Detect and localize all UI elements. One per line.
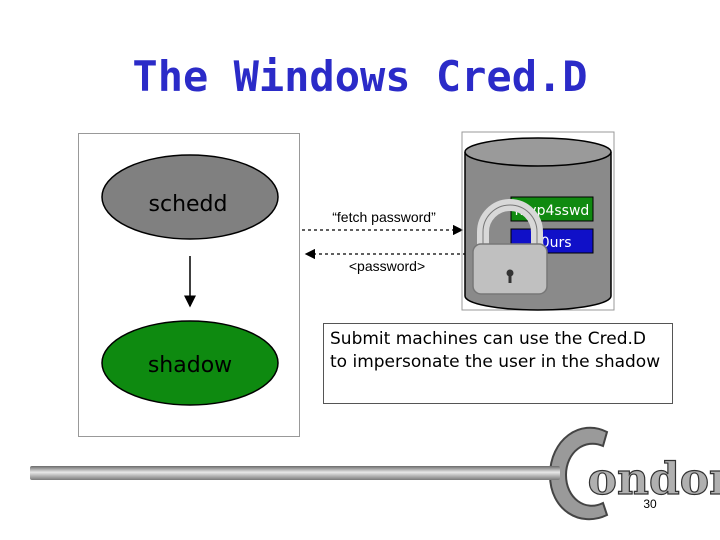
- footer-bar: [30, 466, 560, 480]
- condor-logo-text: ondor: [588, 454, 720, 505]
- shadow-label: shadow: [148, 353, 232, 378]
- caption-box: Submit machines can use the Cred.D to im…: [323, 323, 673, 404]
- page-number: 30: [643, 497, 657, 511]
- padlock-icon: [472, 199, 548, 295]
- condor-logo: ondor: [548, 426, 720, 521]
- schedd-label: schedd: [149, 192, 228, 217]
- schedd-ellipse: [101, 154, 279, 240]
- shadow-ellipse: [101, 320, 279, 406]
- slide-title: The Windows Cred.D: [132, 52, 588, 101]
- password-response-label: <password>: [349, 258, 425, 274]
- fetch-password-label: “fetch password”: [332, 209, 436, 225]
- schedd-node: schedd: [101, 154, 279, 240]
- shadow-node: shadow: [101, 320, 279, 406]
